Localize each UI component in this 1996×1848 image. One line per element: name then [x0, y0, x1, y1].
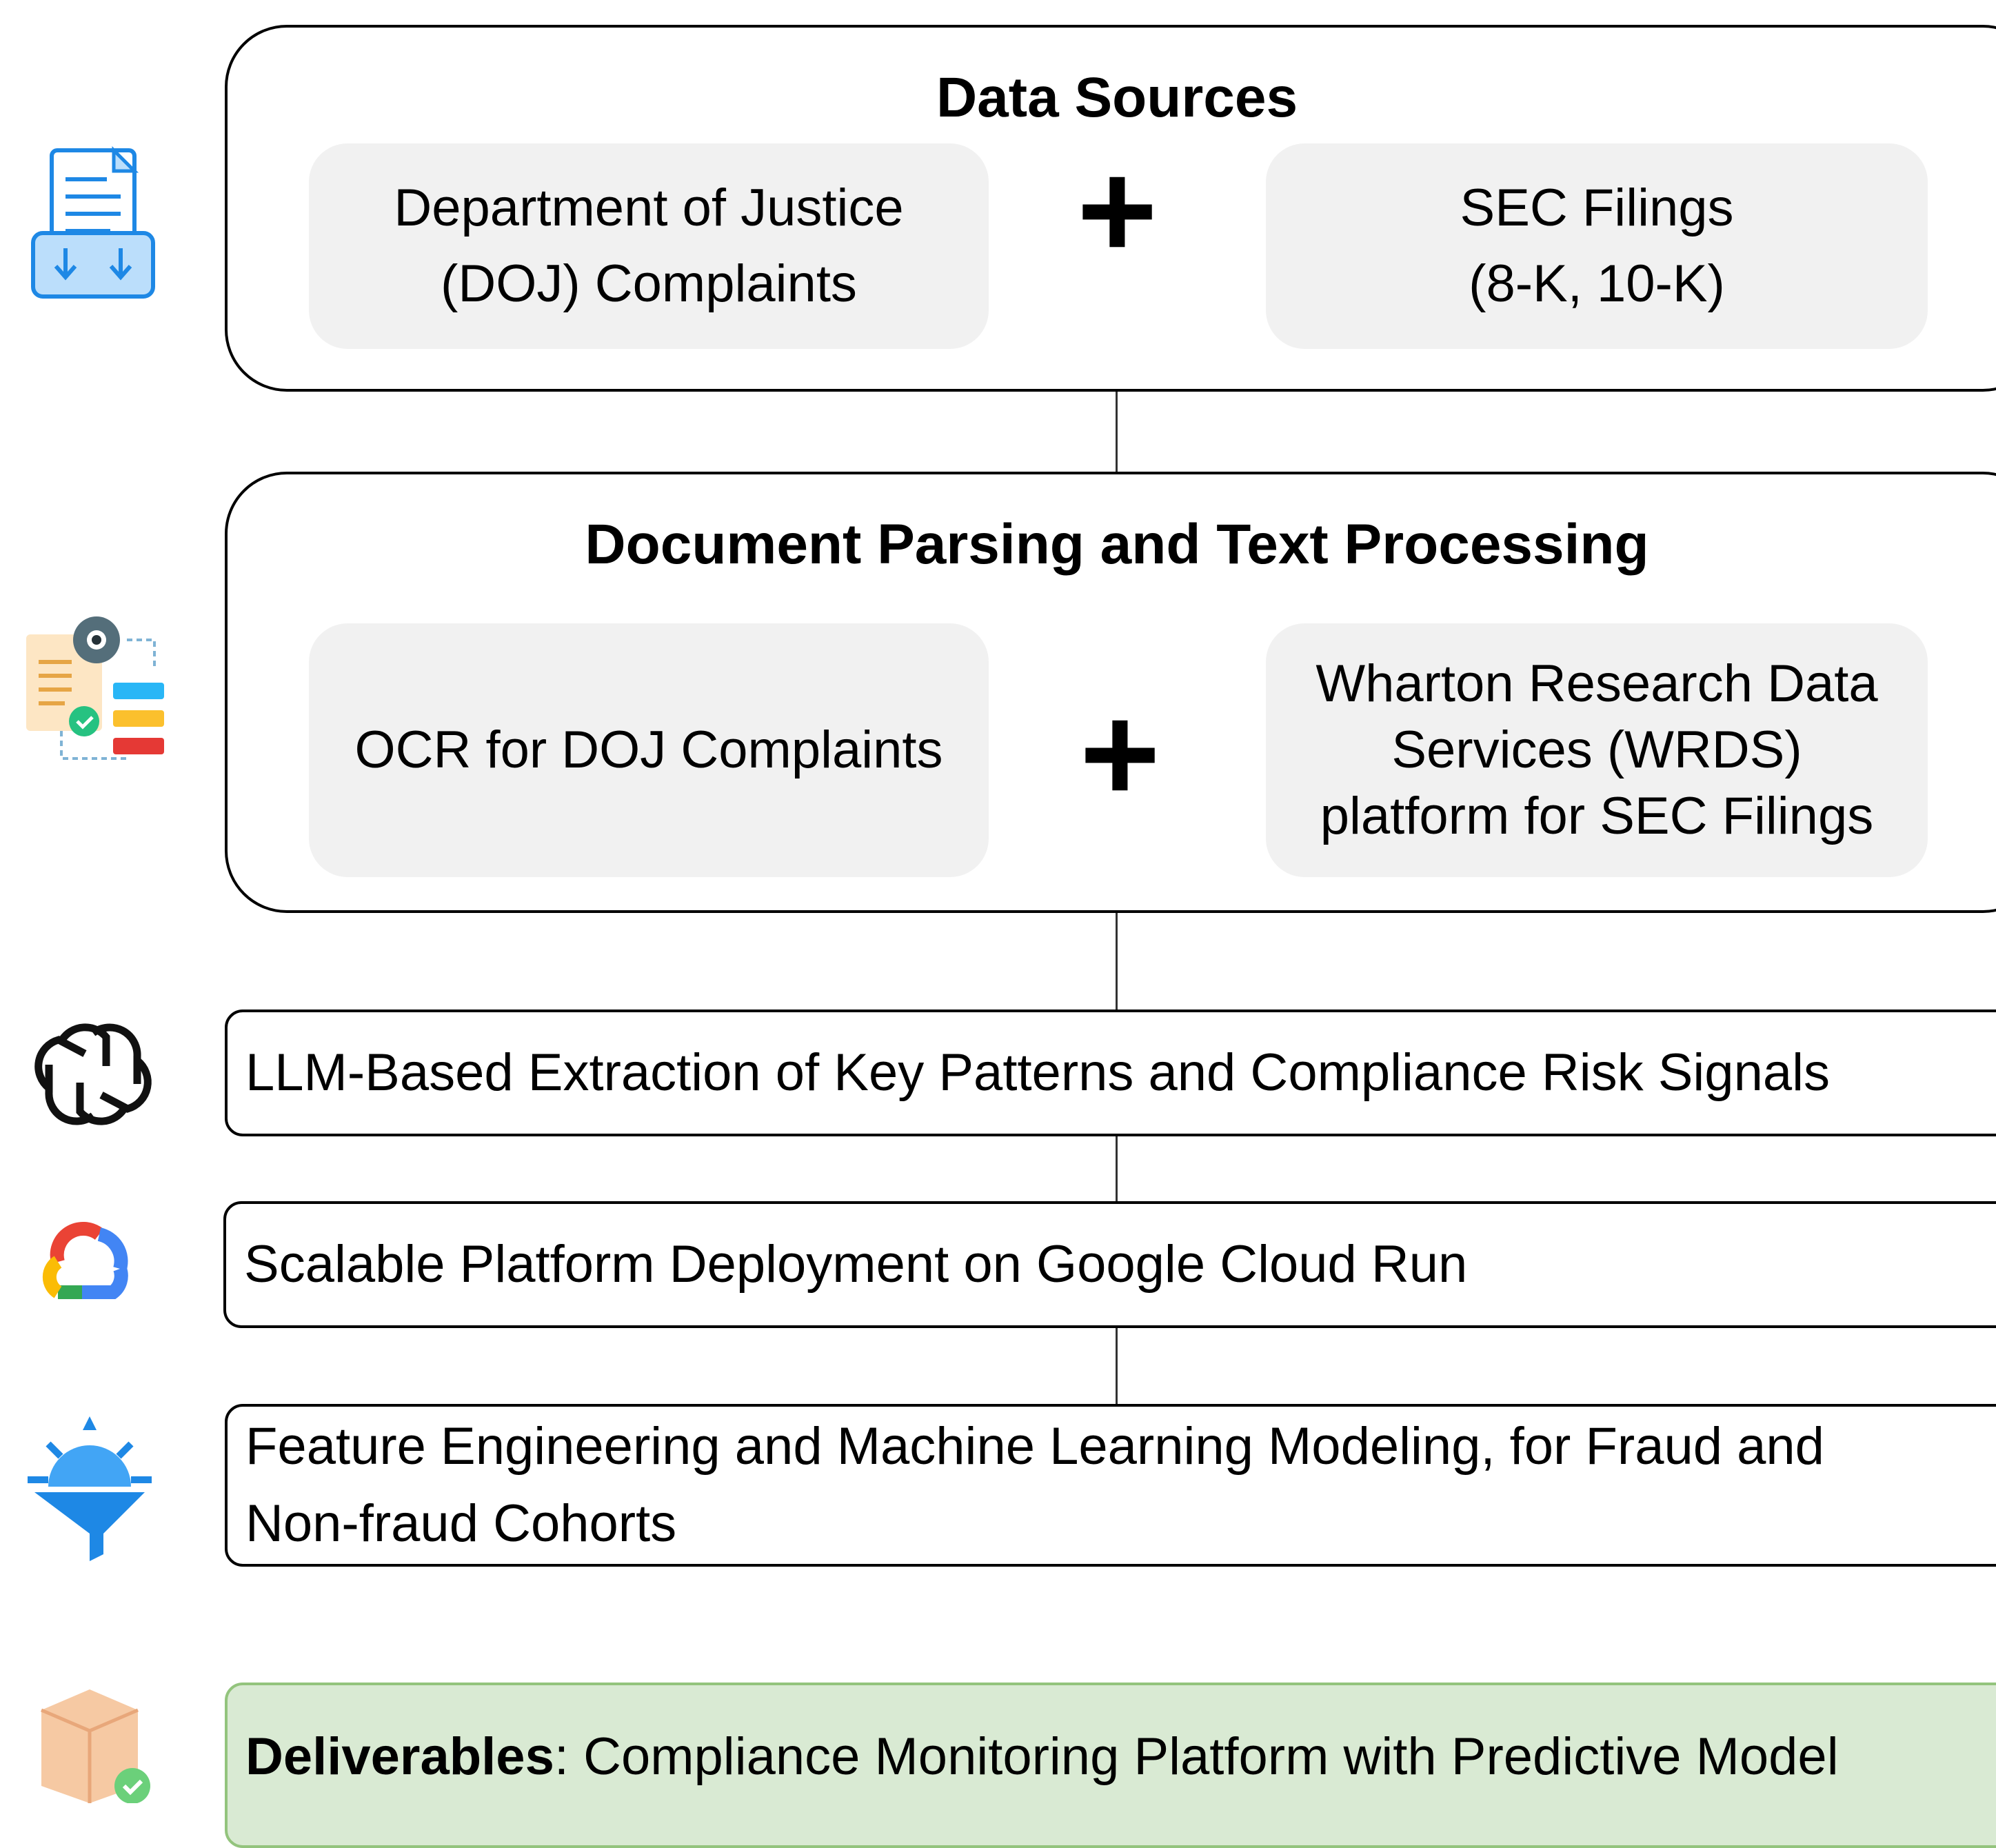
parsing-title: Document Parsing and Text Processing: [585, 513, 1649, 576]
doj-line-1: Department of Justice: [394, 179, 904, 237]
connector-3: [1116, 1135, 1118, 1201]
sec-line-1: SEC Filings: [1460, 179, 1734, 237]
deliverables-label: Deliverables: [245, 1727, 554, 1786]
wrds-step: Wharton Research Data Services (WRDS) pl…: [1266, 623, 1928, 877]
sec-line-2: (8-K, 10-K): [1469, 254, 1725, 313]
folder-download-icon: [31, 145, 155, 299]
cloud-deployment-box: Scalable Platform Deployment on Google C…: [223, 1201, 1996, 1328]
parsing-box: Document Parsing and Text Processing OCR…: [225, 472, 1996, 913]
connector-2: [1116, 912, 1118, 1010]
wrds-line-1: Wharton Research Data: [1315, 654, 1878, 713]
sec-filings-source: SEC Filings (8-K, 10-K): [1266, 143, 1928, 349]
deliverables-description: : Compliance Monitoring Platform with Pr…: [554, 1727, 1839, 1786]
deliverables-box: Deliverables: Compliance Monitoring Plat…: [225, 1683, 1996, 1848]
data-sources-title: Data Sources: [936, 66, 1298, 129]
ml-modeling-box: Feature Engineering and Machine Learning…: [225, 1404, 1996, 1567]
connector-1: [1116, 390, 1118, 472]
package-check-icon: [41, 1689, 150, 1803]
llm-extraction-box: LLM-Based Extraction of Key Patterns and…: [225, 1010, 1996, 1136]
connector-4: [1116, 1327, 1118, 1404]
google-cloud-icon: [42, 1222, 128, 1299]
funnel-icon: [28, 1416, 152, 1561]
ml-line-2: Non-fraud Cohorts: [245, 1494, 677, 1553]
doj-line-2: (DOJ) Complaints: [441, 254, 857, 313]
doj-complaints-source: Department of Justice (DOJ) Complaints: [309, 143, 989, 349]
ocr-step: OCR for DOJ Complaints: [309, 623, 989, 877]
plus-sign: +: [1080, 677, 1160, 831]
plus-sign: +: [1077, 134, 1158, 288]
document-process-icon: [26, 616, 164, 760]
cloud-deployment-text: Scalable Platform Deployment on Google C…: [244, 1235, 1468, 1294]
wrds-line-3: platform for SEC Filings: [1320, 787, 1874, 845]
ml-modeling-text: Feature Engineering and Machine Learning…: [228, 1408, 1824, 1563]
ocr-line-1: OCR for DOJ Complaints: [354, 721, 943, 779]
wrds-line-2: Services (WRDS): [1391, 721, 1802, 779]
ml-line-1: Feature Engineering and Machine Learning…: [245, 1417, 1824, 1476]
data-sources-box: Data Sources Department of Justice (DOJ)…: [225, 25, 1996, 392]
deliverables-text: Deliverables: Compliance Monitoring Plat…: [228, 1685, 1839, 1796]
llm-extraction-text: LLM-Based Extraction of Key Patterns and…: [245, 1043, 1830, 1102]
openai-icon: [34, 1023, 152, 1125]
